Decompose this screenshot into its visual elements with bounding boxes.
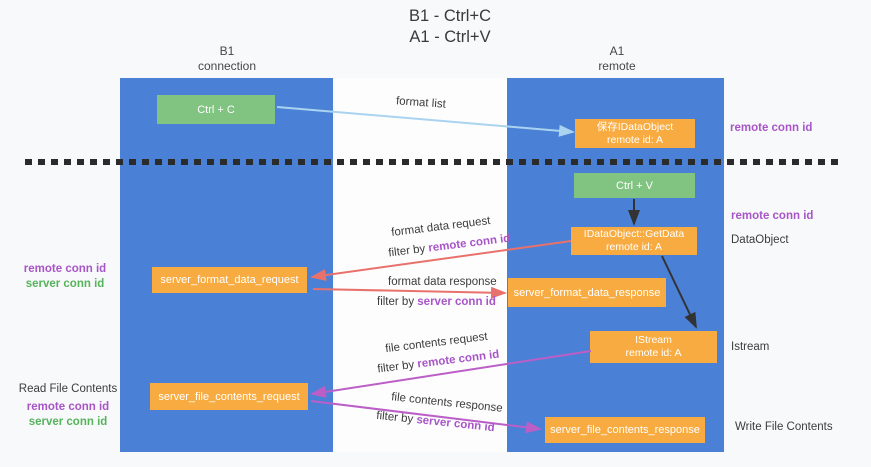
getdata-box: IDataObject::GetData remote id: A xyxy=(571,227,697,255)
server-conn-id-label: server conn id xyxy=(25,278,105,290)
ctrl-c-box: Ctrl + C xyxy=(157,95,275,124)
istream-box: IStream remote id: A xyxy=(590,331,717,363)
column-header-b1: B1 connection xyxy=(167,44,287,74)
getdata-subtitle: remote id: A xyxy=(605,241,663,253)
column-header-a1: A1 remote xyxy=(557,44,677,74)
remote-conn-id-right-2: remote conn id xyxy=(731,210,814,222)
server-format-data-response-box: server_format_data_response xyxy=(508,278,666,307)
save-dataobject-box: 保存IDataObject remote id: A xyxy=(575,119,695,148)
remote-conn-id-label: remote conn id xyxy=(23,263,107,275)
column-b1-name: B1 xyxy=(219,44,235,58)
server-file-contents-response-box: server_file_contents_response xyxy=(545,417,705,443)
istream-subtitle: remote id: A xyxy=(625,347,682,359)
column-b1-role: connection xyxy=(197,59,257,73)
filter-by-server-1-label: filter by server conn id xyxy=(377,296,496,308)
remote-conn-id-label: remote conn id xyxy=(26,401,110,413)
istream-title: IStream xyxy=(635,334,672,346)
server-file-contents-request-label: server_file_contents_request xyxy=(158,390,300,403)
getdata-title: IDataObject::GetData xyxy=(583,228,685,240)
istream-label: Istream xyxy=(731,341,770,353)
format-data-response-label: format data response xyxy=(388,276,497,288)
save-dataobject-subtitle: remote id: A xyxy=(606,133,664,146)
ctrl-v-label: Ctrl + V xyxy=(616,179,653,192)
server-file-contents-response-label: server_file_contents_response xyxy=(550,424,700,436)
server-conn-id-text: server conn id xyxy=(417,296,496,308)
title-line-a1: A1 - Ctrl+V xyxy=(409,28,491,46)
dataobject-label: DataObject xyxy=(731,234,789,246)
title-line-b1: B1 - Ctrl+C xyxy=(408,7,492,25)
ctrl-v-box: Ctrl + V xyxy=(574,173,695,198)
ctrl-c-label: Ctrl + C xyxy=(197,103,235,116)
diagram-title: B1 - Ctrl+C A1 - Ctrl+V xyxy=(300,6,600,48)
server-conn-id-label: server conn id xyxy=(28,416,108,428)
filter-by-text: filter by xyxy=(377,296,415,308)
server-format-data-request-label: server_format_data_request xyxy=(160,274,299,286)
write-file-contents-label: Write File Contents xyxy=(735,421,833,433)
server-file-contents-request-box: server_file_contents_request xyxy=(150,383,308,410)
save-dataobject-title: 保存IDataObject xyxy=(596,120,674,133)
read-file-contents-block: Read File Contents remote conn id server… xyxy=(12,382,124,430)
remote-conn-id-right-1: remote conn id xyxy=(730,122,813,134)
left-conn-ids-top: remote conn id server conn id xyxy=(15,262,115,292)
server-format-data-response-label: server_format_data_response xyxy=(513,286,661,299)
column-a1-name: A1 xyxy=(609,44,625,58)
column-a1-role: remote xyxy=(598,59,636,73)
read-file-contents-label: Read File Contents xyxy=(18,383,118,395)
server-format-data-request-box: server_format_data_request xyxy=(152,267,307,293)
